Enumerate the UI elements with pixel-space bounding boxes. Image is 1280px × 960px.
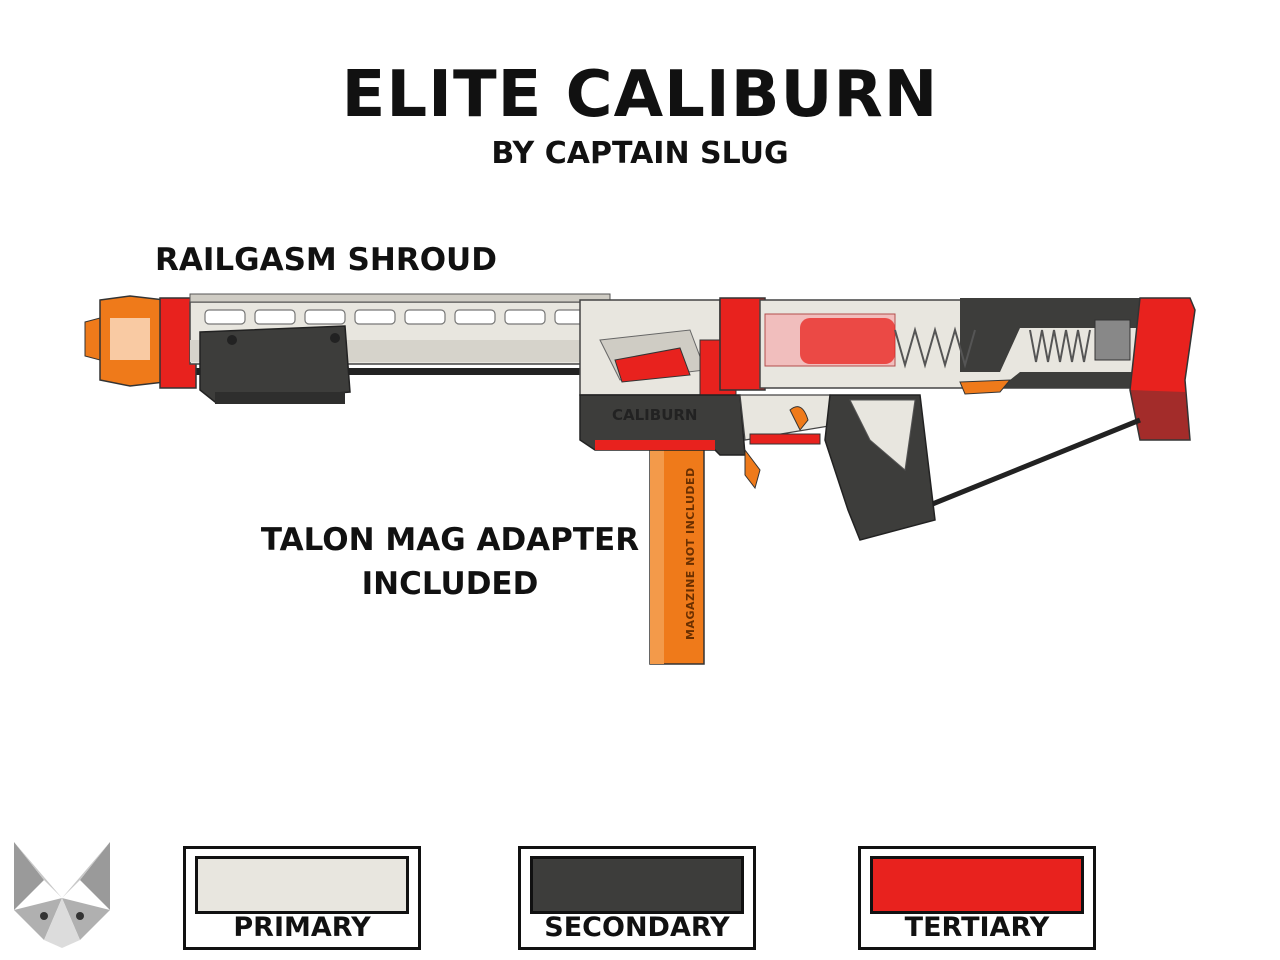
swatch-color [195,856,409,914]
magazine: MAGAZINE NOT INCLUDED [649,439,705,665]
callout-railgasm-shroud: RAILGASM SHROUD [155,242,497,278]
callout-line: INCLUDED [361,566,539,602]
muzzle-tip [84,295,166,387]
magazine-text: MAGAZINE NOT INCLUDED [684,467,697,640]
callout-line: TALON MAG ADAPTER [260,522,640,558]
front-rail-module [199,325,351,404]
lower-receiver: CALIBURN [579,394,746,456]
page-subtitle: BY CAPTAIN SLUG [491,136,789,171]
stock [929,297,1196,508]
swatch-color [530,856,744,914]
plunger-tube-body [719,297,1141,391]
swatch-secondary: SECONDARY [518,846,756,950]
swatch-label: PRIMARY [233,912,371,943]
callout-talon-mag-adapter: TALON MAG ADAPTER INCLUDED [240,518,660,606]
upper-receiver [579,299,737,397]
trigger-group [739,394,836,490]
swatch-color [870,856,1084,914]
swatch-primary: PRIMARY [183,846,421,950]
pistol-grip [824,379,1012,541]
swatch-label: SECONDARY [544,912,730,943]
spring [1029,329,1091,363]
fox-head-icon [14,842,110,948]
receiver-text: CALIBURN [612,406,697,424]
page-title: ELITE CALIBURN [341,58,939,132]
spring [894,326,976,369]
swatch-label: TERTIARY [904,912,1050,943]
guide-rod [175,368,615,375]
swatch-tertiary: TERTIARY [858,846,1096,950]
